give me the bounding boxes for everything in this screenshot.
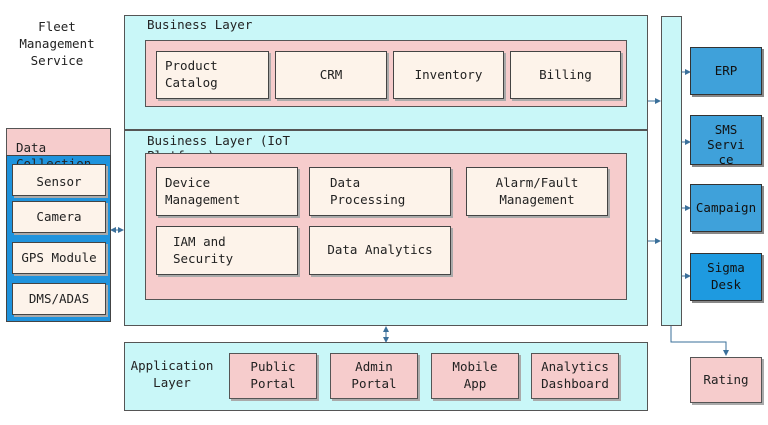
module-billing: Billing bbox=[510, 51, 621, 99]
system-sigma-desk: Sigma Desk bbox=[690, 253, 762, 301]
business-layer-title: Business Layer bbox=[147, 17, 253, 32]
source-camera: Camera bbox=[12, 201, 106, 233]
system-erp: ERP bbox=[690, 47, 762, 95]
app-analytics-dashboard: Analytics Dashboard bbox=[531, 353, 619, 399]
module-product-catalog: Product Catalog bbox=[156, 51, 269, 99]
module-crm: CRM bbox=[275, 51, 387, 99]
app-mobile-app: Mobile App bbox=[431, 353, 519, 399]
system-sms-service: SMS Servi ce bbox=[690, 115, 762, 167]
source-gps-module: GPS Module bbox=[12, 242, 106, 274]
module-iam-security: IAM and Security bbox=[156, 226, 298, 275]
source-dms-adas: DMS/ADAS bbox=[12, 283, 106, 315]
app-admin-portal: Admin Portal bbox=[330, 353, 418, 399]
module-device-management: Device Management bbox=[156, 167, 298, 216]
application-layer-title: Application Layer bbox=[130, 358, 214, 390]
system-campaign: Campaign bbox=[690, 184, 762, 232]
source-sensor: Sensor bbox=[12, 164, 106, 196]
module-data-analytics: Data Analytics bbox=[309, 226, 451, 275]
system-rating: Rating bbox=[690, 357, 762, 403]
fleet-management-label: Fleet Management Service bbox=[19, 19, 95, 68]
app-public-portal: Public Portal bbox=[229, 353, 317, 399]
integration-bus bbox=[661, 16, 682, 326]
connector-bus-to-rating bbox=[670, 326, 729, 356]
module-data-processing: Data Processing bbox=[309, 167, 451, 216]
module-alarm-fault-management: Alarm/Fault Management bbox=[466, 167, 608, 216]
module-inventory: Inventory bbox=[393, 51, 504, 99]
